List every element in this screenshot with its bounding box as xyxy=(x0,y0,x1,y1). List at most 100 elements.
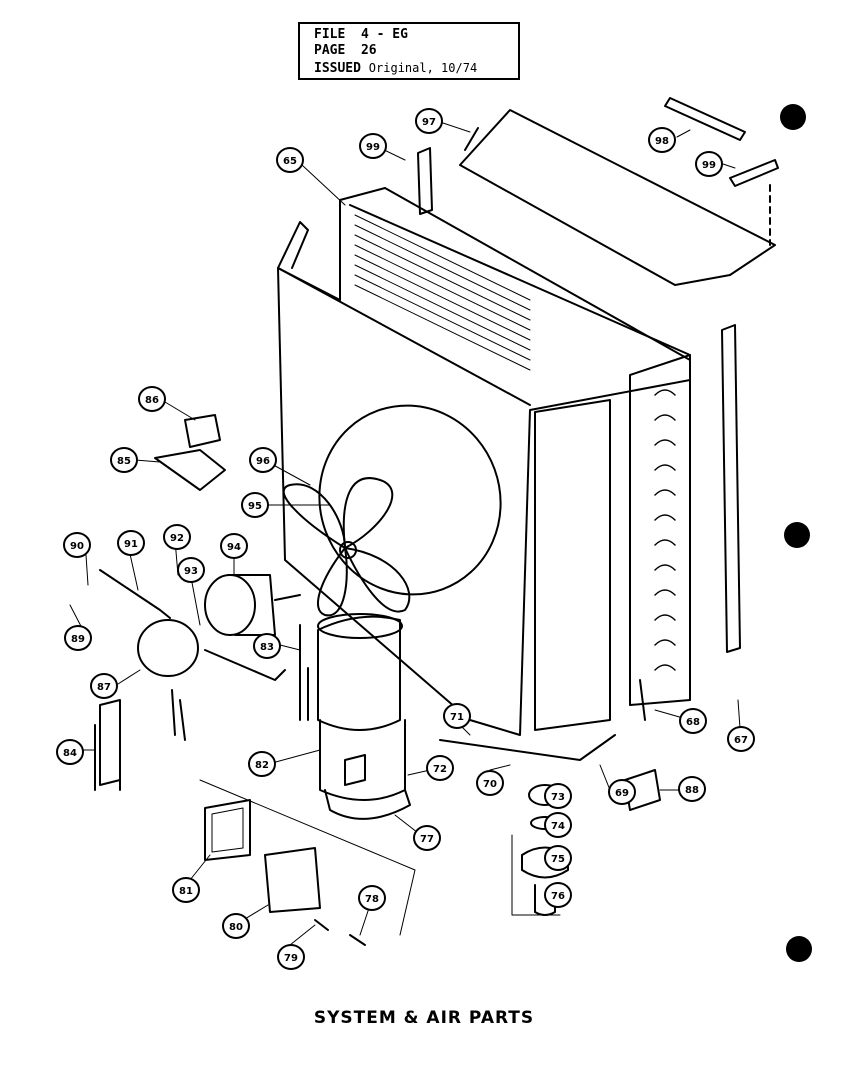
callout-label: 67 xyxy=(734,735,748,746)
binder-hole-top xyxy=(780,104,806,130)
callout-circle xyxy=(443,703,471,729)
callout-circle xyxy=(253,633,281,659)
motor-mount-band xyxy=(137,619,199,677)
callout-circle xyxy=(90,673,118,699)
callout-circle xyxy=(695,151,723,177)
callout-label: 86 xyxy=(145,395,159,406)
callout-circle xyxy=(426,755,454,781)
callout-label: 69 xyxy=(615,788,629,799)
callout-circle xyxy=(138,386,166,412)
top-cover-flange xyxy=(464,127,479,151)
callout-label: 97 xyxy=(422,117,436,128)
accumulator-bracket xyxy=(94,719,121,791)
compressor-base xyxy=(324,789,411,820)
callout-label: 99 xyxy=(366,142,380,153)
callout-label: 95 xyxy=(248,501,262,512)
callout-label: 78 xyxy=(365,894,379,905)
motor-shaft xyxy=(274,594,301,601)
discharge-tube xyxy=(299,624,309,721)
callout-label: 84 xyxy=(63,748,77,759)
callout-circle xyxy=(222,913,250,939)
file-label: FILE xyxy=(314,27,346,42)
callout-label: 80 xyxy=(229,922,243,933)
compressor-shell xyxy=(319,719,406,801)
page-line: PAGE 26 xyxy=(314,44,377,58)
callout-label: 89 xyxy=(71,634,85,645)
fan-blade-2 xyxy=(342,477,394,549)
callout-label: 72 xyxy=(433,764,447,775)
grommet-75 xyxy=(521,846,569,879)
callout-label: 98 xyxy=(655,136,669,147)
callout-circle xyxy=(163,524,191,550)
fan-blade-1 xyxy=(282,483,346,549)
callout-label: 94 xyxy=(227,542,241,553)
side-panel xyxy=(534,399,611,731)
callout-circle xyxy=(476,770,504,796)
gasket-inner xyxy=(211,807,244,853)
terminal-cover xyxy=(264,847,321,913)
file-line: FILE 4 - EG xyxy=(314,28,408,42)
file-header-box: FILE 4 - EG PAGE 26 ISSUED Original, 10/… xyxy=(298,22,520,80)
issued-value: Original, 10/74 xyxy=(368,61,478,75)
diagram-caption: SYSTEM & AIR PARTS xyxy=(313,1008,535,1028)
mount-strap xyxy=(204,649,286,681)
callout-circle xyxy=(358,885,386,911)
callout-label: 96 xyxy=(256,456,270,467)
callout-label: 79 xyxy=(284,953,298,964)
callout-label: 82 xyxy=(255,760,269,771)
fan-blade-4 xyxy=(316,547,348,617)
callout-circle xyxy=(678,776,706,802)
compressor-dome xyxy=(317,613,403,639)
switch-body xyxy=(184,414,221,448)
callout-circle xyxy=(56,739,84,765)
top-cover xyxy=(459,109,776,286)
binder-hole-middle xyxy=(784,522,810,548)
service-valve xyxy=(639,679,646,721)
callout-circle xyxy=(679,708,707,734)
issued-label: ISSUED xyxy=(314,61,361,76)
page-value: 26 xyxy=(360,43,377,58)
callout-label: 77 xyxy=(420,834,434,845)
grommet-bracket xyxy=(511,834,561,916)
callout-circle xyxy=(608,779,636,805)
callout-circle xyxy=(64,625,92,651)
callout-label: 90 xyxy=(70,541,84,552)
issued-line: ISSUED Original, 10/74 xyxy=(314,61,477,76)
fan-hub xyxy=(339,541,357,559)
callout-circle xyxy=(413,825,441,851)
mount-legs xyxy=(171,689,186,741)
shroud-top-rail xyxy=(349,204,691,356)
callout-circle xyxy=(276,147,304,173)
callout-label: 92 xyxy=(170,533,184,544)
compressor-top xyxy=(317,615,401,731)
callout-label: 83 xyxy=(260,642,274,653)
callout-label: 71 xyxy=(450,712,464,723)
shroud-top-edge xyxy=(277,267,531,406)
mount-arm xyxy=(99,569,171,619)
callout-circle xyxy=(544,783,572,809)
fan-opening xyxy=(318,404,502,596)
capillary-line xyxy=(439,734,616,761)
top-rail-2 xyxy=(729,159,779,187)
callout-circle xyxy=(544,845,572,871)
callout-circle xyxy=(249,447,277,473)
callout-label: 75 xyxy=(551,854,565,865)
callout-label: 81 xyxy=(179,886,193,897)
callout-label: 87 xyxy=(97,682,111,693)
fan-motor xyxy=(204,574,256,636)
shroud-flange-left xyxy=(277,221,309,269)
callout-circle xyxy=(544,882,572,908)
callout-circle xyxy=(172,877,200,903)
callout-circle xyxy=(241,492,269,518)
terminal-box xyxy=(344,754,366,786)
callout-circle xyxy=(110,447,138,473)
callout-circle xyxy=(544,812,572,838)
callout-circle xyxy=(415,108,443,134)
accumulator xyxy=(99,699,121,786)
switch-plate xyxy=(154,449,226,491)
callout-label: 65 xyxy=(283,156,297,167)
callout-circle xyxy=(220,533,248,559)
callout-label: 91 xyxy=(124,539,138,550)
